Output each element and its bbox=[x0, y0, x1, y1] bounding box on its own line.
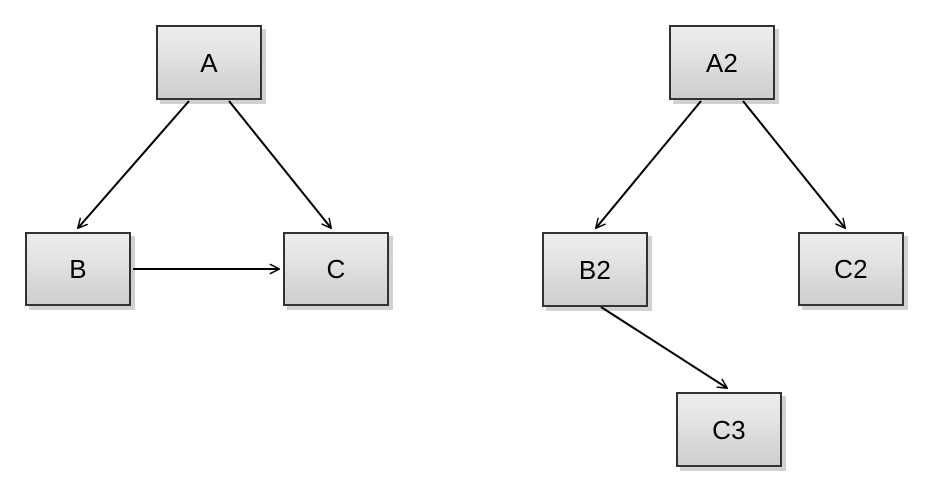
node-a[interactable]: A bbox=[156, 25, 262, 100]
edge-a2-to-b2[interactable] bbox=[594, 100, 702, 230]
edge-a-to-b[interactable] bbox=[76, 100, 190, 230]
edge-a-to-c[interactable] bbox=[228, 100, 333, 230]
node-label-b2: B2 bbox=[578, 254, 612, 285]
edges-group bbox=[76, 100, 847, 389]
node-a2[interactable]: A2 bbox=[669, 25, 775, 100]
node-label-a: A bbox=[200, 47, 218, 78]
node-b2[interactable]: B2 bbox=[542, 232, 648, 307]
node-c[interactable]: C bbox=[283, 232, 389, 306]
node-c2[interactable]: C2 bbox=[798, 232, 904, 306]
edge-a2-to-c2[interactable] bbox=[742, 100, 847, 230]
edge-b2-to-c3[interactable] bbox=[600, 306, 729, 389]
node-label-c3: C3 bbox=[712, 414, 746, 445]
node-label-c2: C2 bbox=[834, 254, 868, 284]
node-label-a2: A2 bbox=[705, 47, 739, 78]
node-label-b: B bbox=[69, 254, 87, 284]
node-label-c: C bbox=[326, 254, 346, 284]
node-b[interactable]: B bbox=[25, 232, 131, 306]
node-c3[interactable]: C3 bbox=[676, 392, 782, 467]
